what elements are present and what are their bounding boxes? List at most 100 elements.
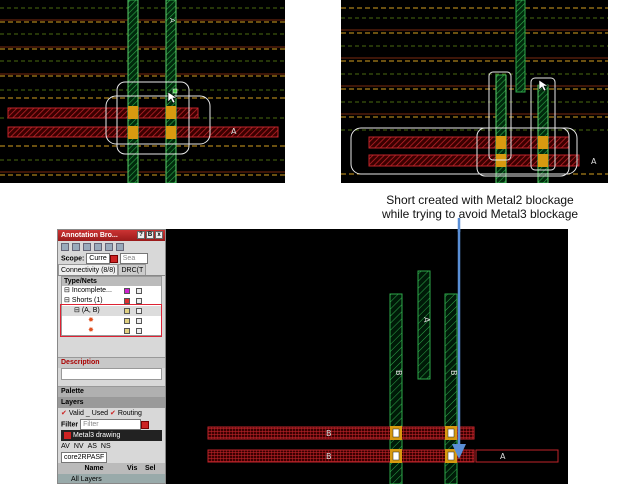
search-input[interactable]: Sea xyxy=(119,253,148,264)
metal3-wire xyxy=(207,449,475,463)
metal3-wire xyxy=(368,154,580,167)
metal3-wire xyxy=(7,107,199,119)
net-label-b: B xyxy=(326,452,332,461)
tab-connectivity[interactable]: Connectivity (8/8) xyxy=(58,264,119,275)
routing-checkbox[interactable]: Routing xyxy=(117,410,142,417)
net-label-b: B xyxy=(394,370,403,376)
via xyxy=(496,136,506,149)
undo-icon[interactable] xyxy=(105,243,113,251)
layer-table-header: Name Vis Sel xyxy=(58,463,165,474)
all-visible-button[interactable]: AV xyxy=(61,443,70,450)
layout-view-top-left[interactable]: A A xyxy=(0,0,285,183)
metal2-wire xyxy=(537,84,549,183)
description-label: Description xyxy=(58,357,165,368)
up-icon[interactable] xyxy=(72,243,80,251)
chevron-down-icon[interactable] xyxy=(109,254,118,263)
callout-arrow-top xyxy=(457,218,461,232)
zoom-icon[interactable] xyxy=(116,243,124,251)
tab-drc[interactable]: DRC(T xyxy=(118,264,147,275)
net-label-b: B xyxy=(449,370,458,376)
color-swatch xyxy=(124,308,130,314)
help-button[interactable]: ? xyxy=(137,231,145,239)
current-layer: Metal3 drawing xyxy=(72,432,121,439)
scope-select[interactable]: Curre xyxy=(86,253,110,264)
none-visible-button[interactable]: NV xyxy=(73,443,84,450)
visibility-box xyxy=(136,328,142,334)
scope-label: Scope: xyxy=(61,255,85,263)
layout-view-main[interactable]: B B A B B A xyxy=(166,229,568,484)
net-label-a: A xyxy=(500,452,506,461)
color-swatch xyxy=(124,288,130,294)
via xyxy=(128,106,138,119)
via xyxy=(166,106,176,119)
col-sel: Sel xyxy=(145,465,156,472)
filter-row: Filter Filter xyxy=(58,419,165,430)
browser-tabs: Connectivity (8/8) DRC(T xyxy=(58,264,165,276)
browser-title: Annotation Bro... xyxy=(61,232,118,239)
filter-input[interactable]: Filter xyxy=(80,419,142,430)
visibility-box xyxy=(136,318,142,324)
selection-outline xyxy=(350,127,578,175)
tree-row-short-item[interactable]: ✸ xyxy=(62,326,161,336)
forward-icon[interactable] xyxy=(94,243,102,251)
tree-row-incomplete[interactable]: ⊟ Incomplete... xyxy=(62,286,161,296)
visibility-box xyxy=(136,288,142,294)
mouse-cursor-icon xyxy=(167,88,178,104)
metal2-blockage xyxy=(417,270,431,380)
valid-checkbox[interactable]: Valid xyxy=(68,410,84,417)
none-selectable-button[interactable]: NS xyxy=(100,443,111,450)
color-swatch xyxy=(124,318,130,324)
net-label-b: B xyxy=(326,429,332,438)
metal2-wire xyxy=(127,0,139,183)
metal3-wire xyxy=(7,126,279,138)
annotation-tree: Type/Nets ⊟ Incomplete... ⊟ Shorts (1) ⊟… xyxy=(61,276,162,336)
layout-canvas-top-left: A A xyxy=(0,0,285,183)
current-layer-row[interactable]: Metal3 drawing xyxy=(61,430,162,441)
tree-row-shorts[interactable]: ⊟ Shorts (1) xyxy=(62,296,161,306)
via xyxy=(128,126,138,139)
color-swatch xyxy=(124,298,130,304)
selection-outline xyxy=(116,81,190,155)
tree-row-short-item[interactable]: ✸ xyxy=(62,316,161,326)
used-checkbox[interactable]: Used xyxy=(91,410,109,417)
layout-view-top-right[interactable]: A xyxy=(341,0,608,183)
refresh-icon[interactable] xyxy=(61,243,69,251)
back-icon[interactable] xyxy=(83,243,91,251)
selection-outline xyxy=(105,95,211,145)
routing-tracks xyxy=(0,7,285,176)
caption-line-2: while trying to avoid Metal3 blockage xyxy=(381,207,579,221)
float-button[interactable]: B xyxy=(146,231,154,239)
layout-canvas-top-right: A xyxy=(341,0,608,183)
net-label-a: A xyxy=(591,157,597,166)
tree-row-short-ab[interactable]: ⊟ (A, B) xyxy=(62,306,161,316)
all-layers-row[interactable]: All Layers xyxy=(58,474,165,483)
layers-header[interactable]: Layers xyxy=(58,397,165,408)
via xyxy=(166,126,176,139)
browser-title-bar: Annotation Bro... ? B x xyxy=(58,230,165,241)
metal3-wire xyxy=(207,426,475,440)
tree-header: Type/Nets xyxy=(62,277,161,286)
color-swatch xyxy=(124,328,130,334)
net-label-a: A xyxy=(231,127,237,136)
layout-canvas-main: B B A B B A xyxy=(207,229,559,484)
all-layers-label: All Layers xyxy=(71,476,102,483)
metal2-blockage xyxy=(515,0,526,93)
chevron-down-icon[interactable] xyxy=(141,420,150,429)
filter-label: Filter xyxy=(61,421,79,429)
metal3-wire-outline xyxy=(475,449,559,463)
description-field[interactable] xyxy=(61,368,162,380)
caption-line-1: Short created with Metal2 blockage xyxy=(386,193,574,207)
all-selectable-button[interactable]: AS xyxy=(87,443,97,450)
routing-tracks xyxy=(341,7,608,175)
highlight-box xyxy=(60,304,162,337)
palette-header[interactable]: Palette xyxy=(58,386,165,397)
cell-row: core2RPASF xyxy=(58,452,165,463)
visibility-buttons: AV NV AS NS xyxy=(58,441,165,452)
col-name: Name xyxy=(84,465,104,472)
net-label: A xyxy=(168,18,176,23)
browser-toolbar xyxy=(58,241,165,253)
annotation-browser: Annotation Bro... ? B x Scope: Curre Sea… xyxy=(57,229,166,484)
close-button[interactable]: x xyxy=(155,231,163,239)
cell-name[interactable]: core2RPASF xyxy=(61,452,108,463)
selection-outline xyxy=(488,71,512,161)
